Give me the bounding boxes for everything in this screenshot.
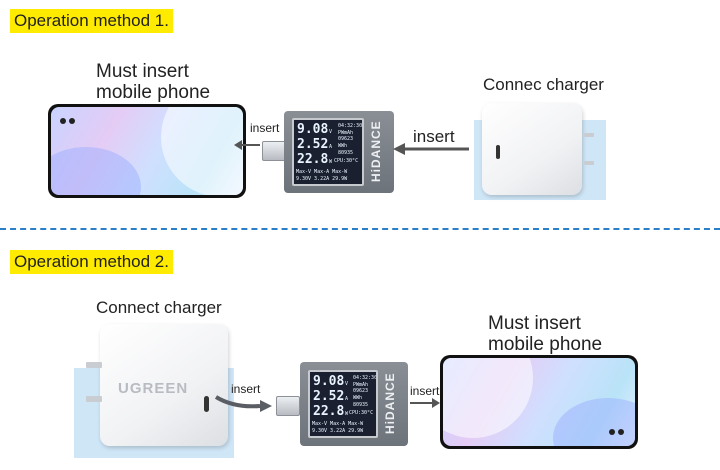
section2-title: Operation method 2. [10,250,173,274]
meter-display: 9.08 V 2.52 A 22.8 W 04:32:30 PWmAh 0962… [292,118,364,186]
phone-caption-line2: mobile phone [96,82,211,103]
current-unit: A [329,144,333,150]
insert-label-right: insert [410,384,440,398]
max-values: 9.30V 3.22A 29.9W [296,176,348,182]
mah-value: 09623 [338,136,354,142]
wh-value: 80935 [338,150,354,156]
usb-charger: UGREEN [100,324,228,446]
usb-meter: 9.08 V 2.52 A 22.8 W 04:32:30 PWmAh 0962… [284,111,394,193]
usb-meter: 9.08 V 2.52 A 22.8 W 04:32:30 PWmAh 0962… [300,362,408,446]
camera-icon [60,118,66,124]
max-values: 9.30V 3.22A 29.9W [312,428,364,434]
current-unit: A [345,396,349,402]
insert-label-right: insert [413,127,455,146]
max-label: Max-V Max-A Max-W [296,169,348,175]
section1-title: Operation method 1. [10,9,173,33]
camera-icon [69,118,75,124]
mah-label: PWmAh [353,382,369,388]
usb-c-plug [262,141,286,161]
meter-display: 9.08 V 2.52 A 22.8 W 04:32:30 PWmAh 0962… [308,370,378,438]
wh-value: 80935 [353,402,369,408]
usb-charger [482,103,594,195]
meter-power: 22.8 [313,404,345,419]
mobile-phone [48,104,246,198]
usb-c-port [496,145,500,159]
wh-label: WWh [338,143,348,149]
section-divider [0,228,720,230]
wh-label: WWh [353,395,363,401]
phone-screen [51,107,243,195]
meter-time: 04:32:30 [338,123,363,129]
arrow-left-icon [393,143,469,155]
insert-label-left: insert [250,121,280,135]
mobile-phone [440,355,638,449]
plug-prong [584,161,594,165]
usb-c-port [204,396,209,412]
power-unit: W [345,411,349,417]
max-label: Max-V Max-A Max-W [312,421,364,427]
phone-screen [443,358,635,446]
camera-icon [609,429,615,435]
plug-prong [86,362,102,368]
power-unit: W [329,159,333,165]
section2-charger-caption: Connect charger [96,298,222,317]
voltage-unit: V [329,129,333,135]
insert-label-left: insert [231,382,261,396]
mah-value: 09623 [353,388,369,394]
usb-c-plug [276,396,300,416]
plug-prong [584,133,594,137]
camera-icon [618,429,624,435]
phone-caption-line1: Must insert [488,313,581,334]
section1-charger-caption: Connec charger [483,75,604,94]
meter-voltage: 9.08 [313,374,345,389]
arrow-right-icon [410,398,440,408]
voltage-unit: V [345,381,349,387]
charger-brand-logo: UGREEN [118,380,189,397]
phone-caption-line2: mobile phone [488,334,603,355]
meter-brand: HiDANCE [369,120,383,182]
meter-brand: HiDANCE [383,372,397,434]
meter-current: 2.52 [313,389,345,404]
plug-prong [86,396,102,402]
cable-arrow-icon [214,395,272,412]
meter-power: 22.8 [297,152,329,167]
meter-temp: CPU:30°C [334,158,359,164]
meter-voltage: 9.08 [297,122,329,137]
meter-temp: CPU:30°C [349,410,374,416]
section2-phone-caption: Must insert mobile phone [488,313,602,355]
phone-caption-line1: Must insert [96,61,189,82]
mah-label: PWmAh [338,130,354,136]
meter-time: 04:32:30 [353,375,378,381]
meter-current: 2.52 [297,137,329,152]
section1-phone-caption: Must insert mobile phone [96,61,210,103]
arrow-left-icon [234,140,260,150]
